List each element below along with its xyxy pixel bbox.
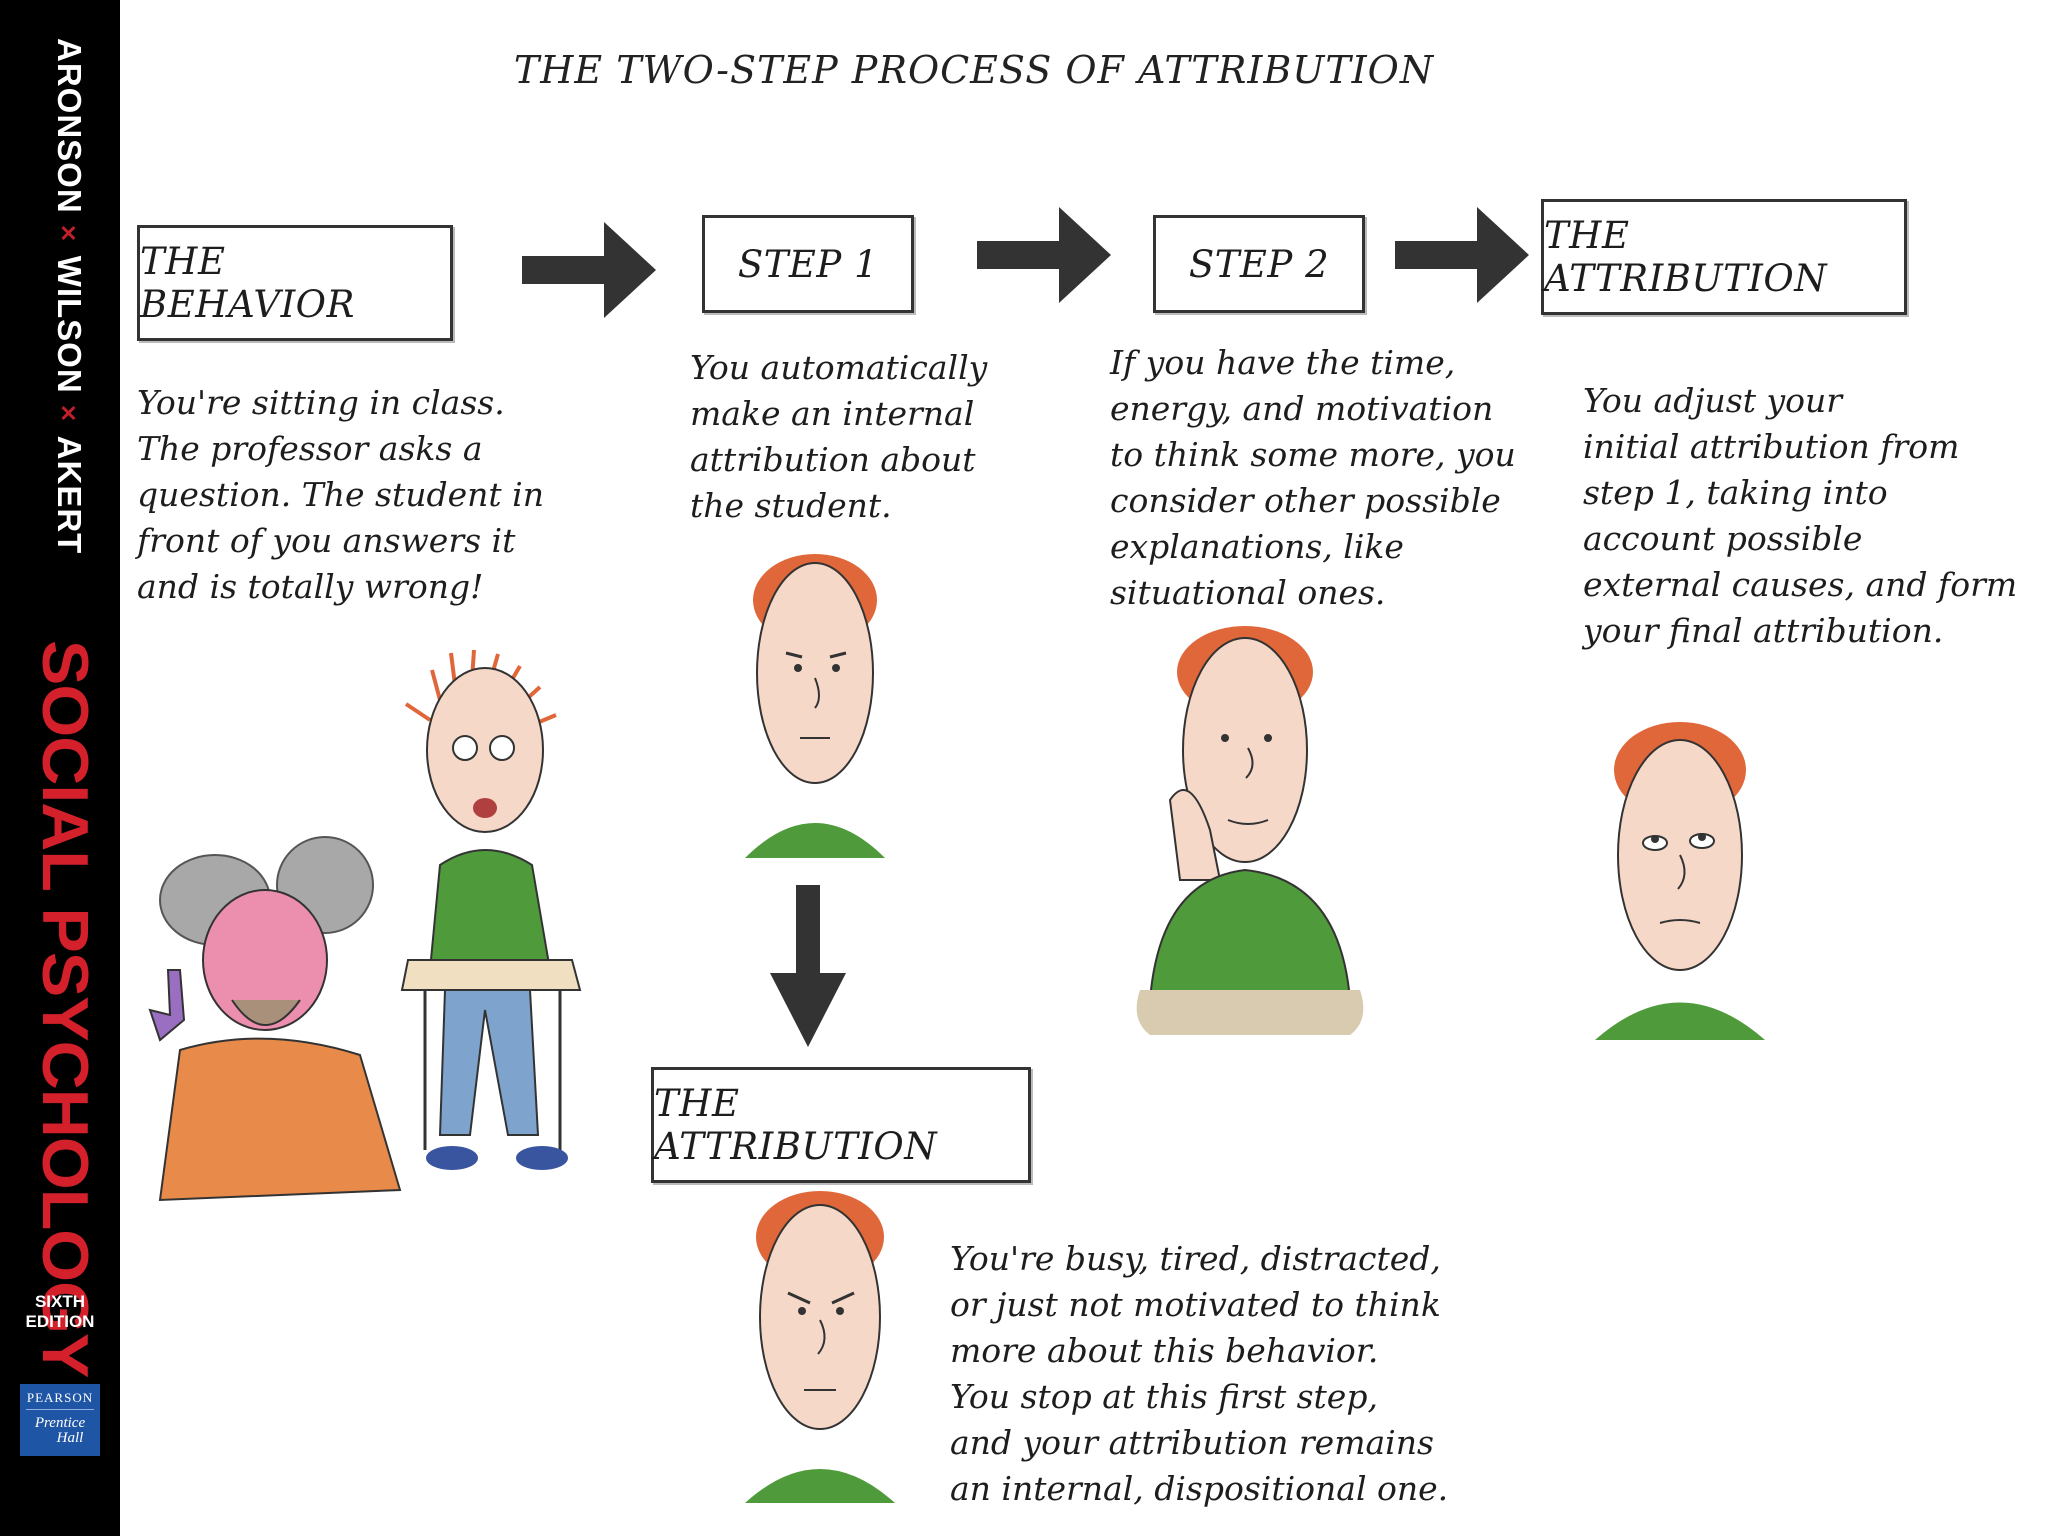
spine-authors: ARONSON ✕ WILSON ✕ AKERT (38, 38, 88, 568)
step2-box: STEP 2 (1153, 215, 1365, 313)
edition-line-1: SIXTH (34, 1292, 86, 1311)
final-attribution-description: You adjust your initial attribution from… (1583, 381, 2018, 650)
pearson-logo: PEARSON Prentice Hall (20, 1384, 100, 1456)
final-attribution-student-head (1595, 722, 1765, 1040)
behavior-box: THE BEHAVIOR (137, 225, 453, 341)
diagram-title: THE TWO-STEP PROCESS OF ATTRIBUTION (513, 48, 1435, 92)
publisher-name: PEARSON (26, 1384, 94, 1410)
arrow-right-icon (1395, 207, 1529, 303)
arrow-right-icon (977, 207, 1111, 303)
step2-thinking-student (1136, 626, 1364, 1035)
author-separator-icon: ✕ (57, 221, 82, 248)
arrow-down-icon (770, 885, 846, 1047)
arrow-right-icon (522, 222, 656, 318)
classroom-illustration (148, 649, 582, 1202)
stop-attribution-box: THE ATTRIBUTION (651, 1067, 1031, 1183)
author-akert: AKERT (51, 435, 88, 555)
spine-book-title: SOCIAL PSYCHOLOGY (28, 640, 102, 1378)
step1-student-head (745, 554, 885, 858)
final-attribution-box: THE ATTRIBUTION (1541, 199, 1907, 315)
step1-description: You automatically make an internal attri… (690, 348, 988, 525)
imprint-line-2: Hall (56, 1430, 84, 1446)
behavior-description: You're sitting in class. The professor a… (137, 383, 544, 606)
edition-line-2: EDITION (25, 1312, 95, 1331)
dispositional-student-head (745, 1191, 895, 1503)
step2-description: If you have the time, energy, and motiva… (1110, 343, 1516, 612)
author-aronson: ARONSON (51, 38, 88, 214)
book-spine: ARONSON ✕ WILSON ✕ AKERT SOCIAL PSYCHOLOGY S… (0, 0, 120, 1536)
author-wilson: WILSON (51, 255, 88, 394)
step1-box: STEP 1 (702, 215, 914, 313)
stop-attribution-description: You're busy, tired, distracted, or just … (950, 1239, 1449, 1508)
author-separator-icon: ✕ (57, 401, 82, 428)
imprint-line-1: Prentice (34, 1415, 86, 1431)
spine-edition: SIXTH EDITION (0, 1292, 120, 1332)
